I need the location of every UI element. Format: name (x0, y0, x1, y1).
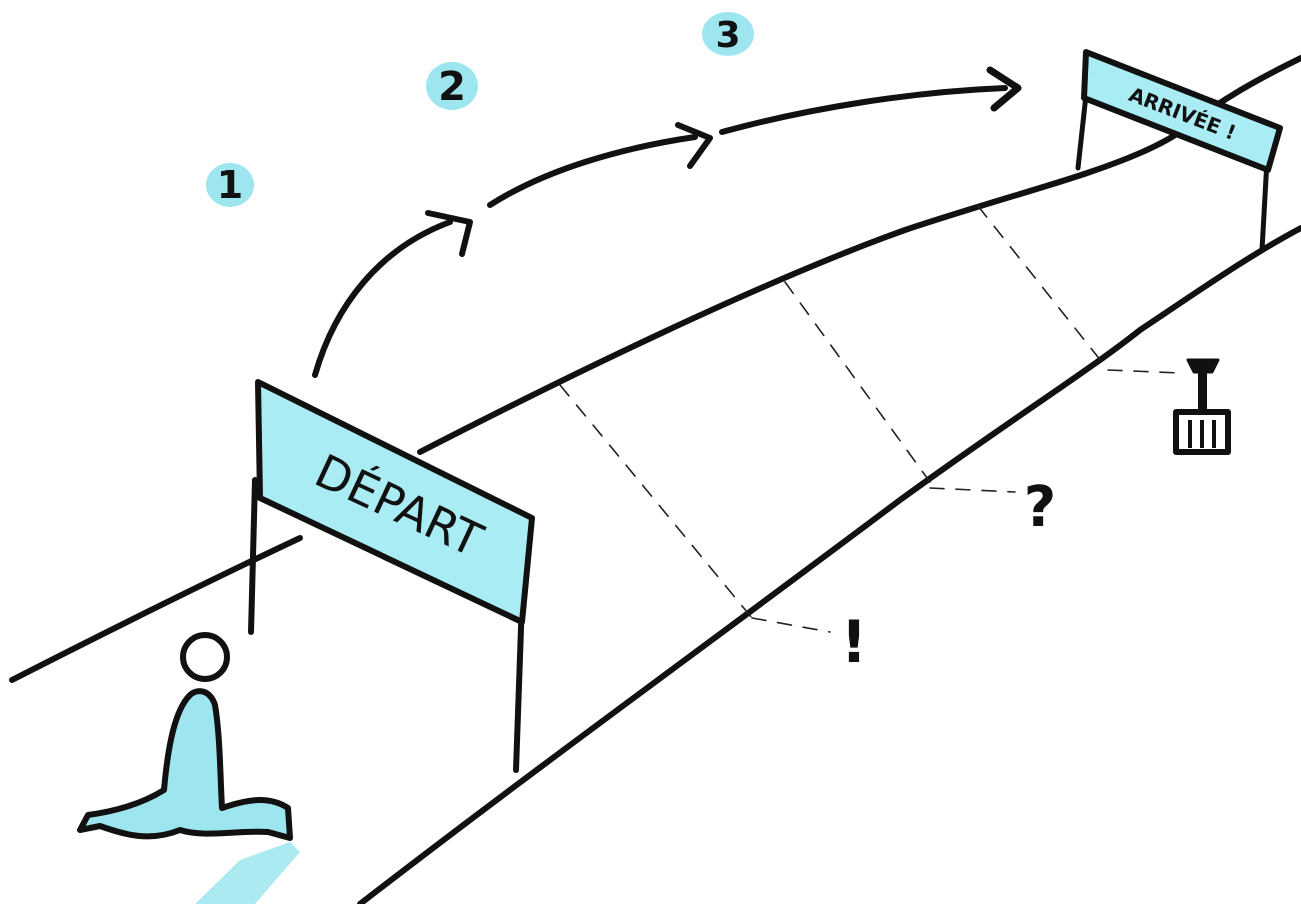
question-marker: ? (1024, 475, 1056, 540)
divider-3 (977, 205, 1106, 367)
arrow-head-1 (425, 210, 473, 257)
divider-2 (784, 281, 931, 483)
progress-arrows (312, 66, 1022, 378)
leader-shovel (1107, 369, 1181, 374)
divider-1 (559, 384, 753, 619)
arrow-head-3 (986, 66, 1022, 112)
runner-figure (77, 632, 300, 904)
road-upper-edge (417, 125, 1188, 455)
finish-sign-left-post (1075, 92, 1089, 171)
shovel-handle-grip (1186, 358, 1220, 374)
road-upper-edge-left (9, 535, 303, 683)
motion-trail (195, 842, 300, 904)
step-number-2: 2 (438, 64, 466, 110)
start-sign-board (255, 379, 535, 625)
step-badge-3: 3 (702, 12, 754, 56)
step-number-3: 3 (715, 15, 740, 56)
badge-circle (206, 163, 254, 207)
arrow-segment-2 (487, 134, 698, 208)
start-sign: DÉPART (248, 379, 535, 773)
road-lower-edge (357, 225, 1301, 904)
finish-sign-board (1081, 49, 1283, 173)
start-sign-left-post (248, 477, 258, 635)
leader-question (929, 487, 1016, 493)
step-badge-1: 1 (206, 163, 254, 207)
step-badge-2: 2 (426, 62, 478, 110)
stage-dividers (559, 205, 1181, 633)
badge-circle (426, 62, 478, 110)
arrow-segment-3 (719, 85, 1008, 135)
arrow-segment-1 (312, 219, 453, 378)
badge-circle (702, 12, 754, 56)
arrow-head-2 (675, 122, 713, 169)
runner-body (77, 688, 293, 841)
runner-head (180, 632, 230, 682)
shovel-shaft (1198, 370, 1207, 412)
step-number-1: 1 (217, 163, 243, 207)
exclamation-marker: ! (841, 608, 867, 676)
shovel-icon (1173, 358, 1231, 455)
start-sign-right-post (513, 597, 525, 773)
finish-sign-right-post (1259, 157, 1270, 253)
leader-exclamation (751, 617, 831, 633)
